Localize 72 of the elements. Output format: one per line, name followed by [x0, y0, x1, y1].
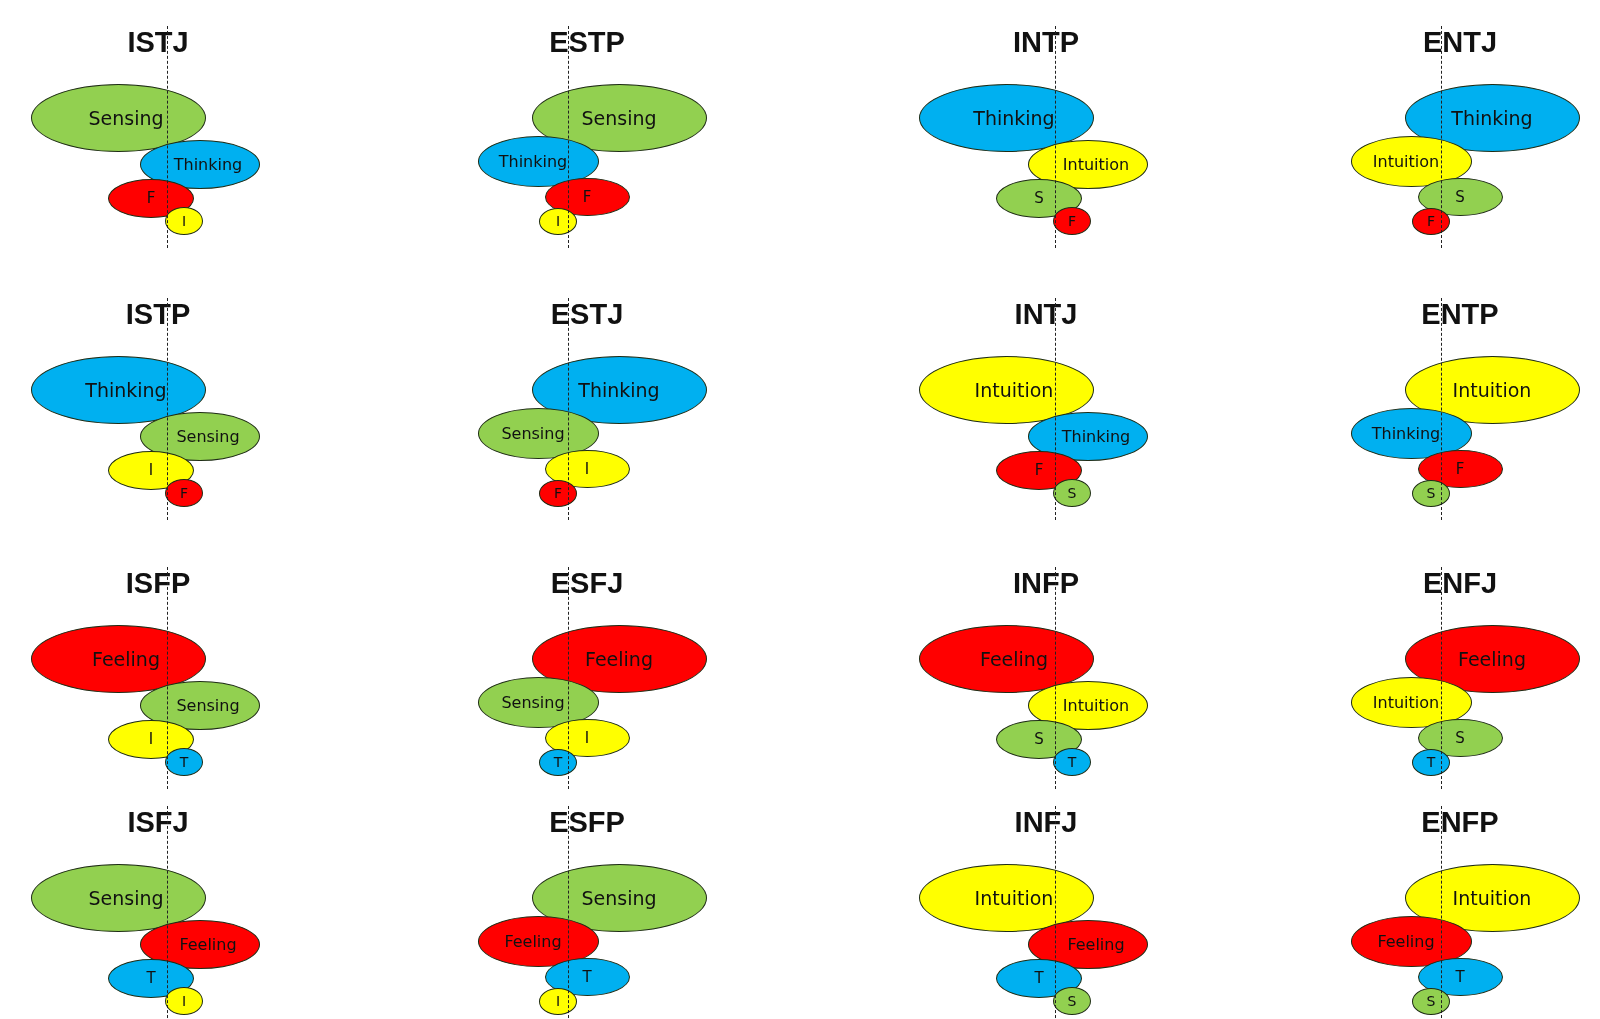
- type-title: ISFJ: [127, 805, 189, 839]
- function-ellipse: Intuition: [918, 356, 1094, 424]
- type-title: ENFJ: [1422, 566, 1498, 600]
- function-ellipse: Feeling: [1028, 919, 1148, 969]
- function-ellipse: Thinking: [140, 139, 260, 189]
- function-ellipse: S: [1053, 987, 1091, 1015]
- function-ellipse: Feeling: [477, 915, 599, 967]
- function-ellipse: Thinking: [1350, 407, 1472, 459]
- type-title: INTP: [1012, 25, 1080, 59]
- function-ellipse: Intuition: [1028, 680, 1148, 730]
- function-ellipse: Sensing: [30, 864, 206, 932]
- function-ellipse: F: [1053, 207, 1091, 235]
- function-ellipse: Feeling: [1350, 915, 1472, 967]
- function-ellipse: Intuition: [918, 864, 1094, 932]
- function-ellipse: Sensing: [477, 407, 599, 459]
- function-ellipse: S: [1412, 987, 1450, 1015]
- function-ellipse: I: [165, 987, 203, 1015]
- function-ellipse: Thinking: [531, 356, 707, 424]
- type-title: ISTJ: [127, 25, 189, 59]
- function-ellipse: Sensing: [531, 864, 707, 932]
- type-title: ISTP: [125, 297, 191, 331]
- function-ellipse: T: [1053, 748, 1091, 776]
- type-title: INTJ: [1014, 297, 1078, 331]
- function-ellipse: F: [165, 479, 203, 507]
- type-title: ENFP: [1421, 805, 1499, 839]
- type-title: ENTP: [1421, 297, 1499, 331]
- type-title: INFJ: [1014, 805, 1078, 839]
- function-ellipse: Intuition: [1404, 864, 1580, 932]
- function-ellipse: Thinking: [1404, 84, 1580, 152]
- function-ellipse: Feeling: [1404, 625, 1580, 693]
- type-title: ISFP: [125, 566, 191, 600]
- function-ellipse: F: [539, 479, 577, 507]
- function-ellipse: Sensing: [30, 84, 206, 152]
- function-ellipse: Sensing: [531, 84, 707, 152]
- function-ellipse: Sensing: [140, 680, 260, 730]
- function-ellipse: Thinking: [918, 84, 1094, 152]
- function-ellipse: T: [544, 958, 630, 996]
- type-title: ESTP: [549, 25, 625, 59]
- type-title: ESTJ: [550, 297, 624, 331]
- function-ellipse: S: [1412, 479, 1450, 507]
- type-title: INFP: [1012, 566, 1080, 600]
- function-ellipse: I: [544, 450, 630, 488]
- function-ellipse: I: [544, 719, 630, 757]
- function-ellipse: S: [1417, 719, 1503, 757]
- function-ellipse: Feeling: [140, 919, 260, 969]
- function-ellipse: S: [1417, 178, 1503, 216]
- function-ellipse: T: [165, 748, 203, 776]
- function-ellipse: F: [1412, 207, 1450, 235]
- function-ellipse: Feeling: [531, 625, 707, 693]
- function-ellipse: Intuition: [1028, 139, 1148, 189]
- function-ellipse: Intuition: [1350, 135, 1472, 187]
- function-ellipse: Thinking: [1028, 411, 1148, 461]
- function-ellipse: I: [539, 207, 577, 235]
- function-ellipse: Thinking: [477, 135, 599, 187]
- function-ellipse: Sensing: [140, 411, 260, 461]
- type-title: ENTJ: [1422, 25, 1498, 59]
- function-ellipse: F: [1417, 450, 1503, 488]
- type-title: ESFJ: [550, 566, 624, 600]
- function-ellipse: Intuition: [1404, 356, 1580, 424]
- function-ellipse: Feeling: [30, 625, 206, 693]
- function-ellipse: S: [1053, 479, 1091, 507]
- function-ellipse: I: [165, 207, 203, 235]
- function-ellipse: T: [539, 748, 577, 776]
- function-ellipse: T: [1417, 958, 1503, 996]
- function-ellipse: Thinking: [30, 356, 206, 424]
- function-ellipse: T: [1412, 748, 1450, 776]
- type-title: ESFP: [549, 805, 625, 839]
- function-ellipse: Intuition: [1350, 676, 1472, 728]
- function-ellipse: I: [539, 987, 577, 1015]
- function-ellipse: Sensing: [477, 676, 599, 728]
- function-ellipse: F: [544, 178, 630, 216]
- function-ellipse: Feeling: [918, 625, 1094, 693]
